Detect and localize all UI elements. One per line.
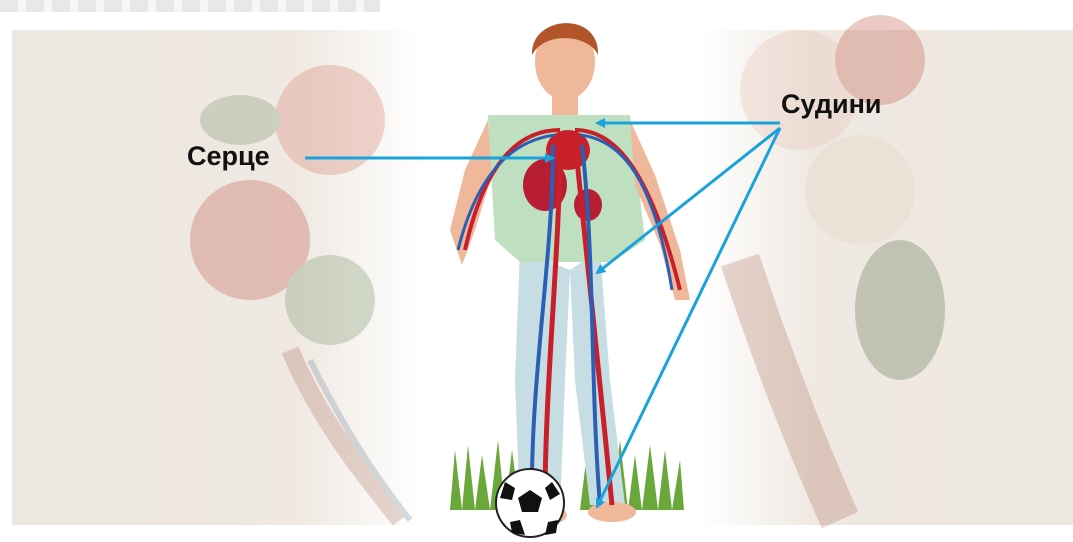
grass xyxy=(450,440,684,510)
heart-label: Серце xyxy=(187,141,270,172)
vessels-label: Судини xyxy=(781,89,882,120)
boy-figure xyxy=(450,23,690,525)
soccer-ball-icon xyxy=(496,469,564,537)
left-roses xyxy=(190,65,410,520)
